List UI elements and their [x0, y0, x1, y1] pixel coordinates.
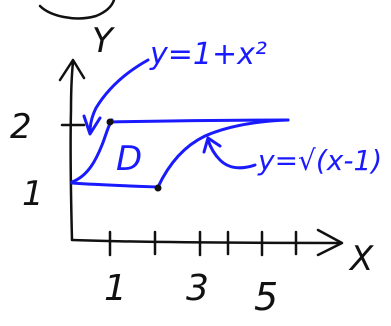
y-axis-label: Y — [92, 21, 115, 61]
y-axis-arrowhead — [58, 58, 86, 82]
upper-curve-label: y=1+x² — [149, 37, 267, 72]
corner-point — [154, 184, 162, 192]
y-axis-line — [69, 60, 75, 242]
lower-curve-pointer-arrowhead — [202, 136, 222, 154]
x-axis-line — [70, 238, 342, 245]
upper-curve-boundary — [70, 118, 114, 184]
corner-point — [106, 118, 114, 126]
x-axis-label: X — [348, 239, 374, 279]
x-tick-label-3: 3 — [186, 268, 209, 309]
upper-curve-pointer-arrow — [88, 58, 150, 134]
lower-curve-boundary — [156, 118, 290, 189]
upper-curve-pointer-arrowhead — [82, 114, 102, 136]
x-axis-arrowhead — [316, 228, 344, 257]
x-tick-label-5: 5 — [254, 275, 278, 319]
y-tick-label-2: 2 — [10, 107, 32, 147]
bottom-boundary-line — [70, 181, 160, 189]
partial-circle-arc — [38, 0, 116, 20]
lower-curve-pointer-arrow — [206, 138, 257, 170]
y-tick-label-1: 1 — [22, 174, 44, 214]
lower-curve-label: y=√(x-1) — [257, 144, 382, 177]
region-label: D — [116, 139, 142, 179]
x-tick-label-1: 1 — [104, 268, 127, 309]
